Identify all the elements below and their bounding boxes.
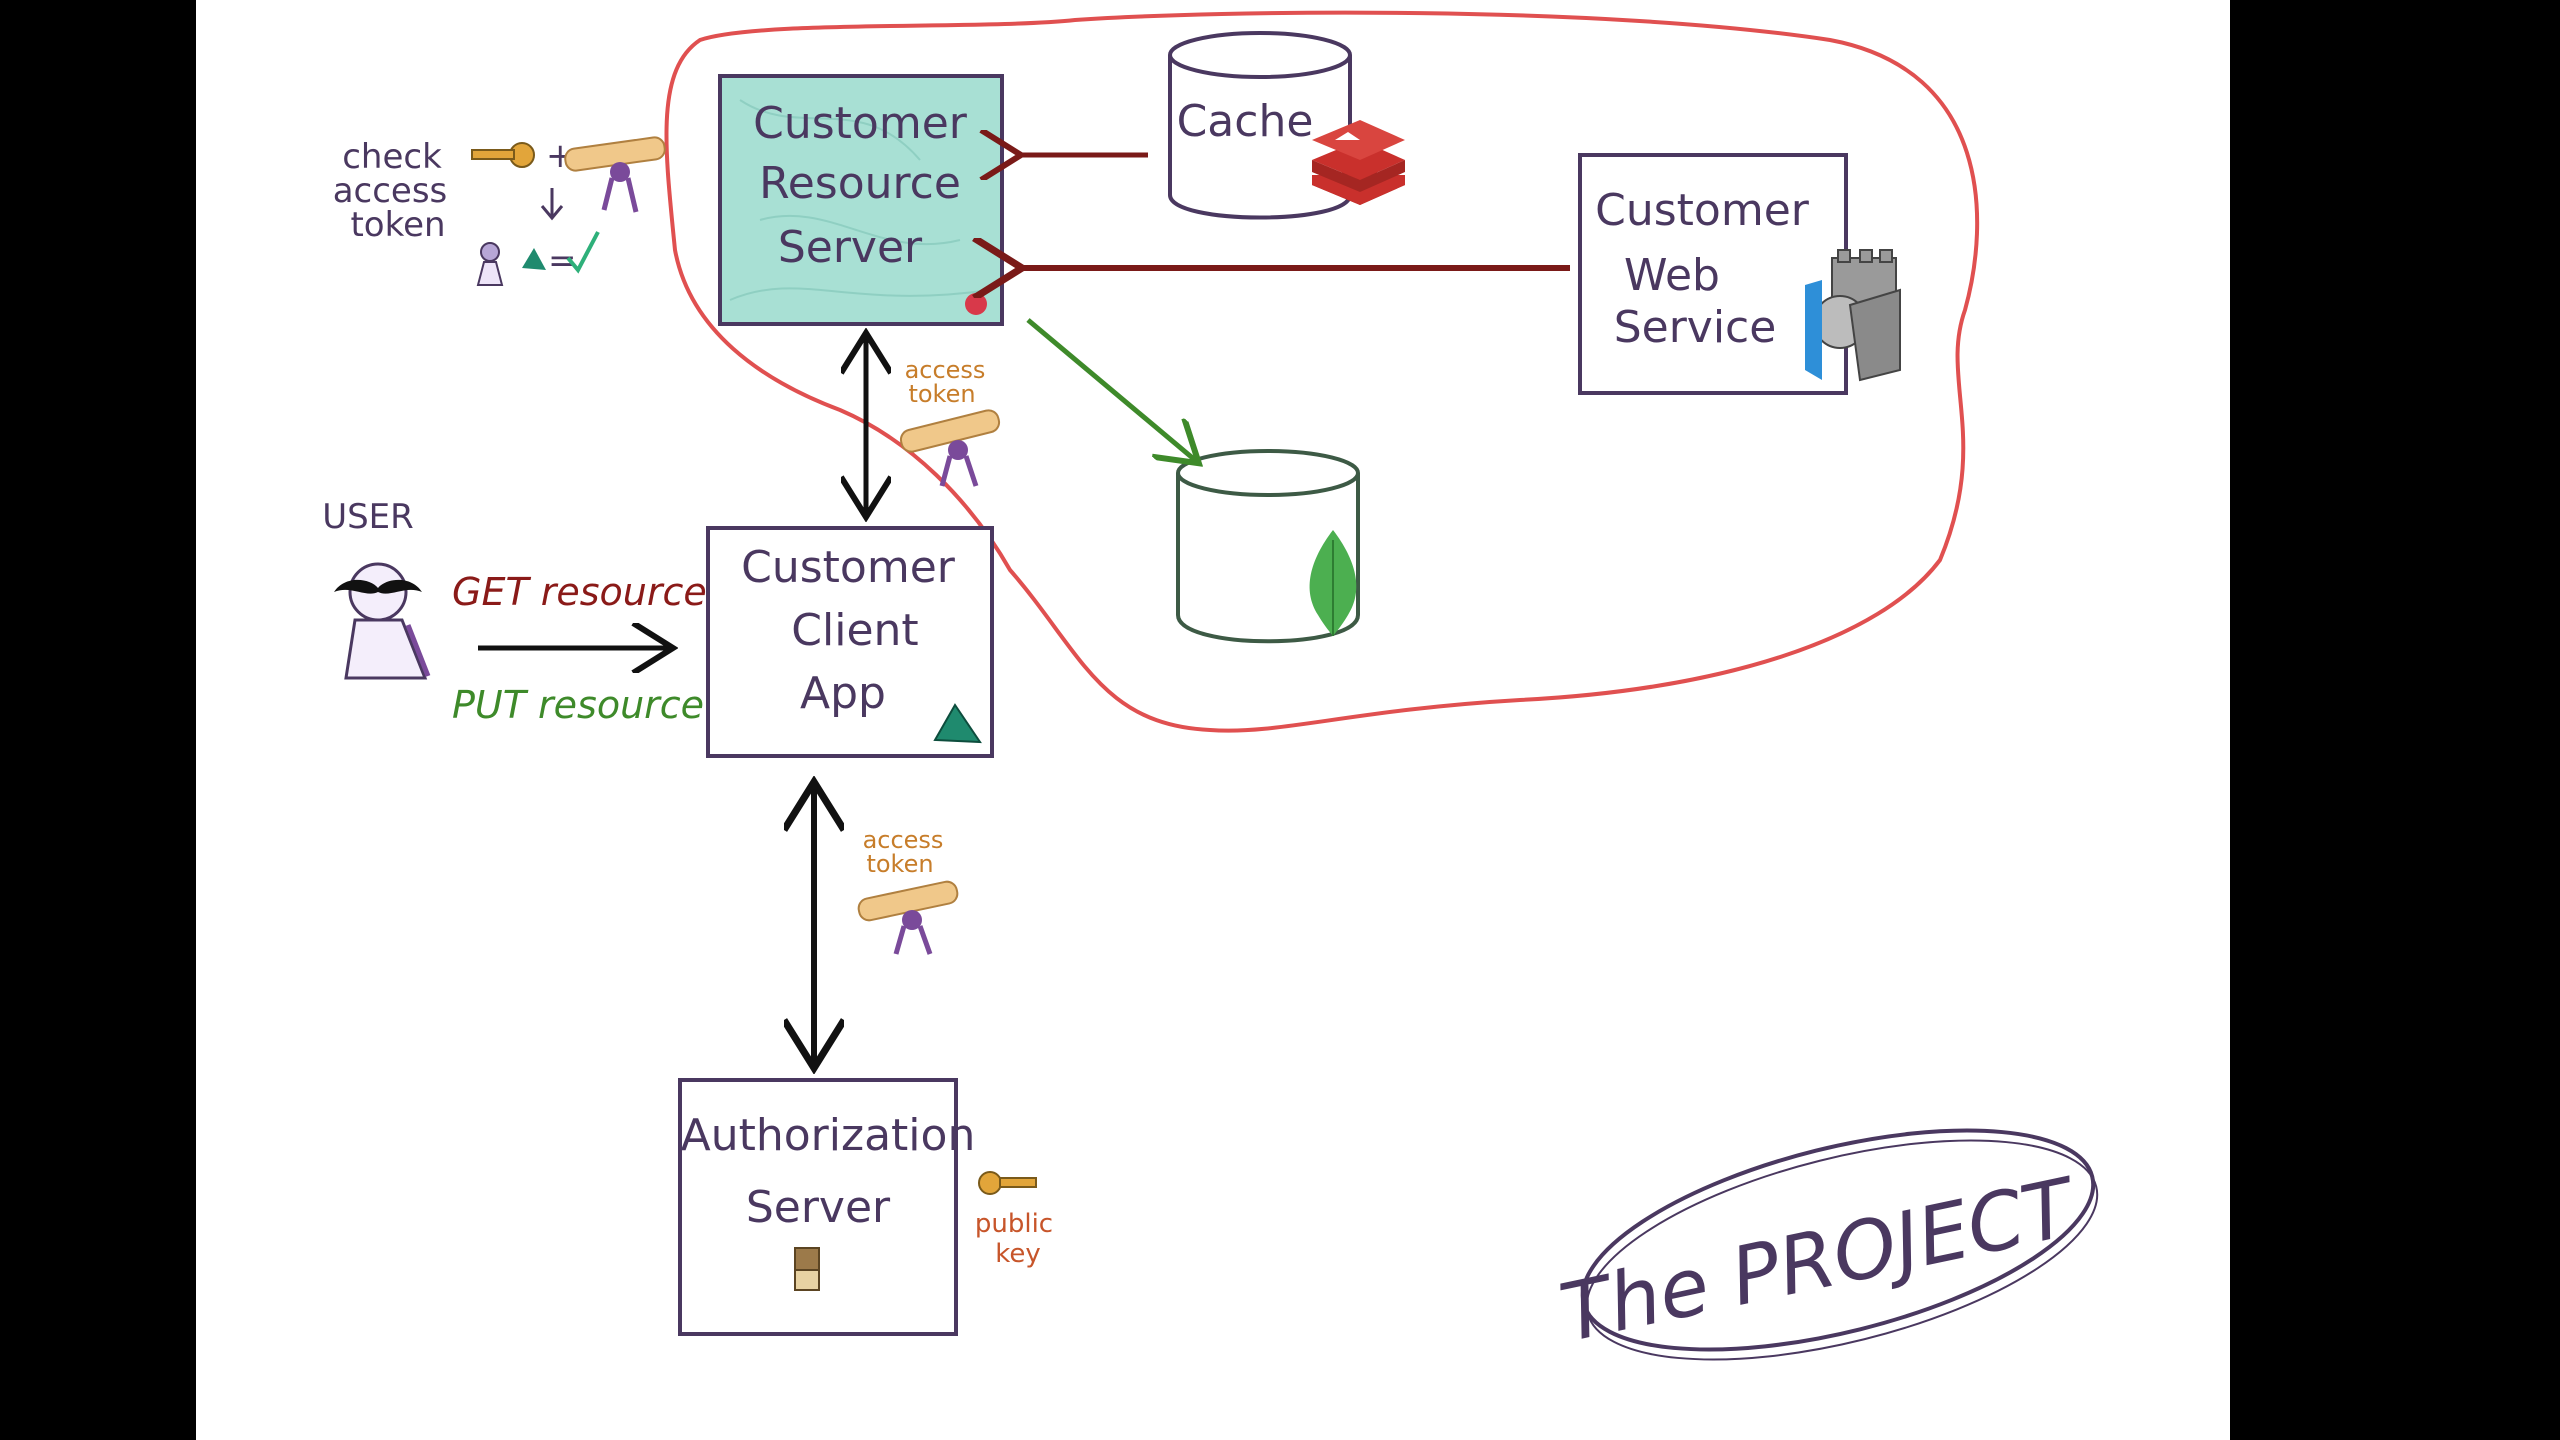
user-icon-small <box>476 242 504 286</box>
seal-icon <box>965 293 987 315</box>
down-arrow-icon <box>540 188 564 221</box>
token-label: token <box>350 205 445 245</box>
resource-server-node[interactable]: Customer Resource Server <box>718 74 1004 326</box>
access-token-1-label-2: token <box>908 380 975 408</box>
put-resource-label: PUT resource <box>452 683 704 727</box>
user-label: USER <box>322 497 414 537</box>
knight-icon <box>1805 249 1901 382</box>
mongodb-node[interactable] <box>1176 449 1360 644</box>
key-icon <box>471 142 535 168</box>
access-token-annotation-1: access token <box>899 356 1001 487</box>
client-app-node[interactable]: Customer Client App <box>706 526 994 758</box>
check-label: check <box>342 137 442 177</box>
auth-server-node[interactable]: Authorization Server <box>678 1078 976 1336</box>
access-label: access <box>333 171 448 211</box>
triangle-icon-small <box>522 248 546 270</box>
lock-icon <box>794 1247 820 1291</box>
web-service-label-3: Service <box>1614 302 1777 353</box>
key-icon-public <box>978 1171 1037 1195</box>
auth-server-label-1: Authorization <box>681 1110 976 1161</box>
public-label: public <box>975 1209 1053 1239</box>
public-key-annotation: public key <box>975 1171 1053 1269</box>
check-icon <box>566 231 600 274</box>
triangle-icon <box>933 703 982 744</box>
get-resource-label: GET resource <box>452 570 707 614</box>
project-badge: The PROJECT <box>1553 1128 2099 1361</box>
client-app-label-1: Customer <box>741 542 956 593</box>
web-service-label-2: Web <box>1624 250 1720 301</box>
scroll-icon <box>564 136 666 213</box>
web-service-node[interactable]: Customer Web Service <box>1578 153 1901 395</box>
web-service-label-1: Customer <box>1595 185 1810 236</box>
key-label: key <box>995 1239 1041 1269</box>
system-boundary <box>664 10 1980 733</box>
resource-server-label-2: Resource <box>759 158 961 209</box>
auth-server-label-2: Server <box>746 1182 891 1233</box>
cache-label: Cache <box>1177 96 1314 147</box>
cache-node[interactable]: Cache <box>1168 31 1405 220</box>
client-app-label-2: Client <box>791 605 918 656</box>
arrow-resource-to-mongodb <box>1026 318 1195 460</box>
access-token-2-label-2: token <box>866 850 933 878</box>
client-app-label-3: App <box>800 668 886 719</box>
mustache-icon <box>334 579 422 594</box>
access-token-1-label-1: access <box>905 356 986 384</box>
access-token-annotation-2: access token <box>857 826 959 955</box>
resource-server-label-3: Server <box>778 222 923 273</box>
user-actor: USER <box>322 497 431 680</box>
check-token-annotation: check access token + = <box>333 136 666 286</box>
redis-icon <box>1312 120 1405 205</box>
resource-server-label-1: Customer <box>753 98 968 149</box>
access-token-2-label-1: access <box>863 826 944 854</box>
